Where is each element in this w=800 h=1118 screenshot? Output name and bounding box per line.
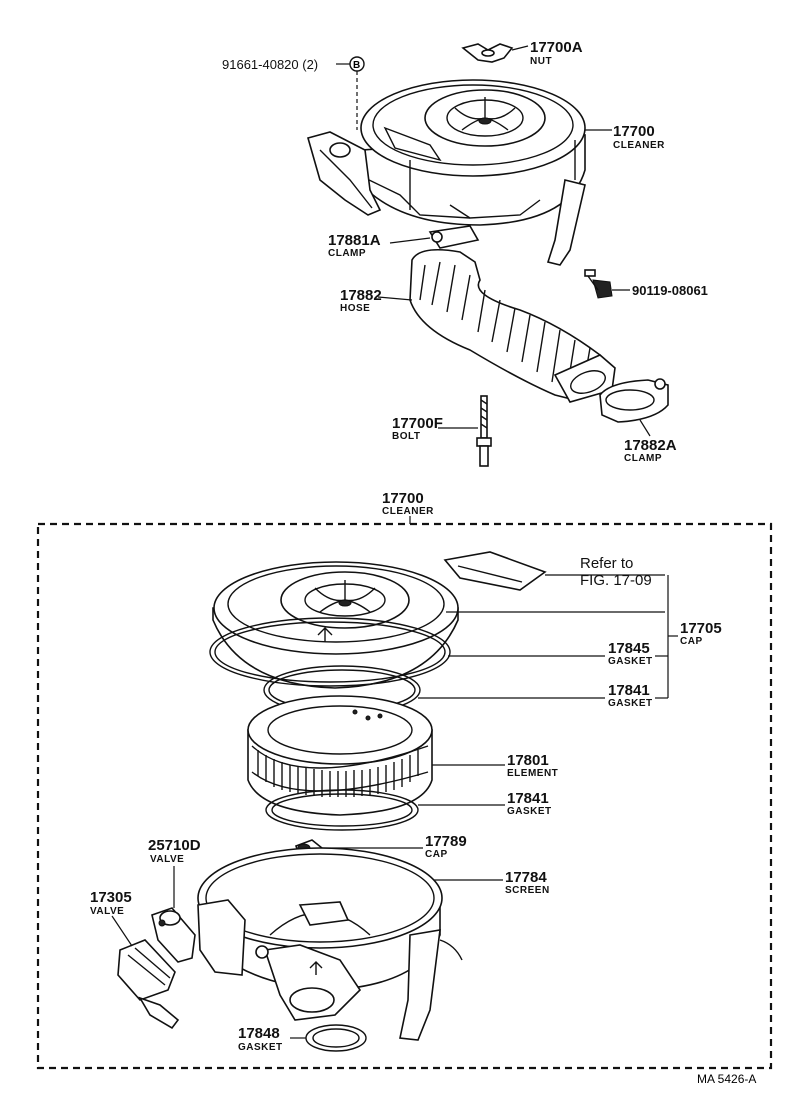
part-number-17841-upper: 17841 [608,682,650,699]
part-name-gasket-17841-upper: GASKET [608,698,653,709]
hose-drawing [409,249,616,403]
valve-17305-drawing [117,939,180,1030]
gasket-17845-drawing [209,617,451,687]
part-number-17881a: 17881A [328,232,381,249]
filter-card-drawing [443,551,547,591]
part-number-17705: 17705 [680,620,722,637]
section-header-number: 17700 [382,490,424,507]
part-number-17801: 17801 [507,752,549,769]
part-number-17848: 17848 [238,1025,280,1042]
part-name-valve-25710d: VALVE [150,854,184,865]
leader-hose [377,296,413,301]
part-name-clamp-2: CLAMP [624,453,662,464]
figure-code: MA 5426-A [697,1072,756,1086]
part-name-valve-17305: VALVE [90,906,124,917]
cleaner-body-drawing [197,847,463,1041]
part-number-17700a: 17700A [530,39,583,56]
part-number-17845: 17845 [608,640,650,657]
exploded-view-frame [36,522,773,1070]
part-number-90119: 90119-08061 [632,283,708,298]
leader-nut [511,45,529,51]
part-name-screen: SCREEN [505,885,550,896]
long-bolt-drawing [476,395,492,467]
valve-25710d-drawing [151,907,196,963]
part-number-17841-lower: 17841 [507,790,549,807]
part-name-gasket-17841-lower: GASKET [507,806,552,817]
part-name-cap-17789: CAP [425,849,448,860]
part-name-nut: NUT [530,56,552,67]
part-number-91661: 91661-40820 (2) [222,57,318,72]
gasket-17848-drawing [305,1024,367,1052]
wing-nut-drawing [461,43,514,63]
filter-element-drawing [247,695,433,816]
part-name-gasket-17848: GASKET [238,1042,283,1053]
section-header-name: CLEANER [382,506,434,517]
refer-to-line2: FIG. 17-09 [580,572,652,589]
part-number-17784: 17784 [505,869,547,886]
part-number-17882: 17882 [340,287,382,304]
refer-to-line1: Refer to [580,555,633,572]
part-number-17700: 17700 [613,123,655,140]
part-name-gasket-17845: GASKET [608,656,653,667]
leader-clamp [389,237,431,244]
part-number-17882a: 17882A [624,437,677,454]
gasket-17841-lower-drawing [265,789,419,831]
part-name-bolt: BOLT [392,431,420,442]
leader-valve-17305 [111,915,133,947]
part-name-clamp: CLAMP [328,248,366,259]
part-name-cap: CAP [680,636,703,647]
clamp-drawing [428,225,480,249]
reference-b-label: B [353,60,360,71]
hose-clamp-drawing [599,378,669,423]
cap-lid-drawing [212,561,459,689]
part-name-cleaner: CLEANER [613,140,665,151]
leader-hose-clamp [639,419,651,437]
part-name-element: ELEMENT [507,768,558,779]
part-number-25710d: 25710D [148,837,201,854]
part-number-17700f: 17700F [392,415,443,432]
part-number-17789: 17789 [425,833,467,850]
small-bolt-drawing [584,269,613,299]
air-cleaner-assembly-drawing [307,79,586,266]
part-name-hose: HOSE [340,303,370,314]
part-number-17305: 17305 [90,889,132,906]
